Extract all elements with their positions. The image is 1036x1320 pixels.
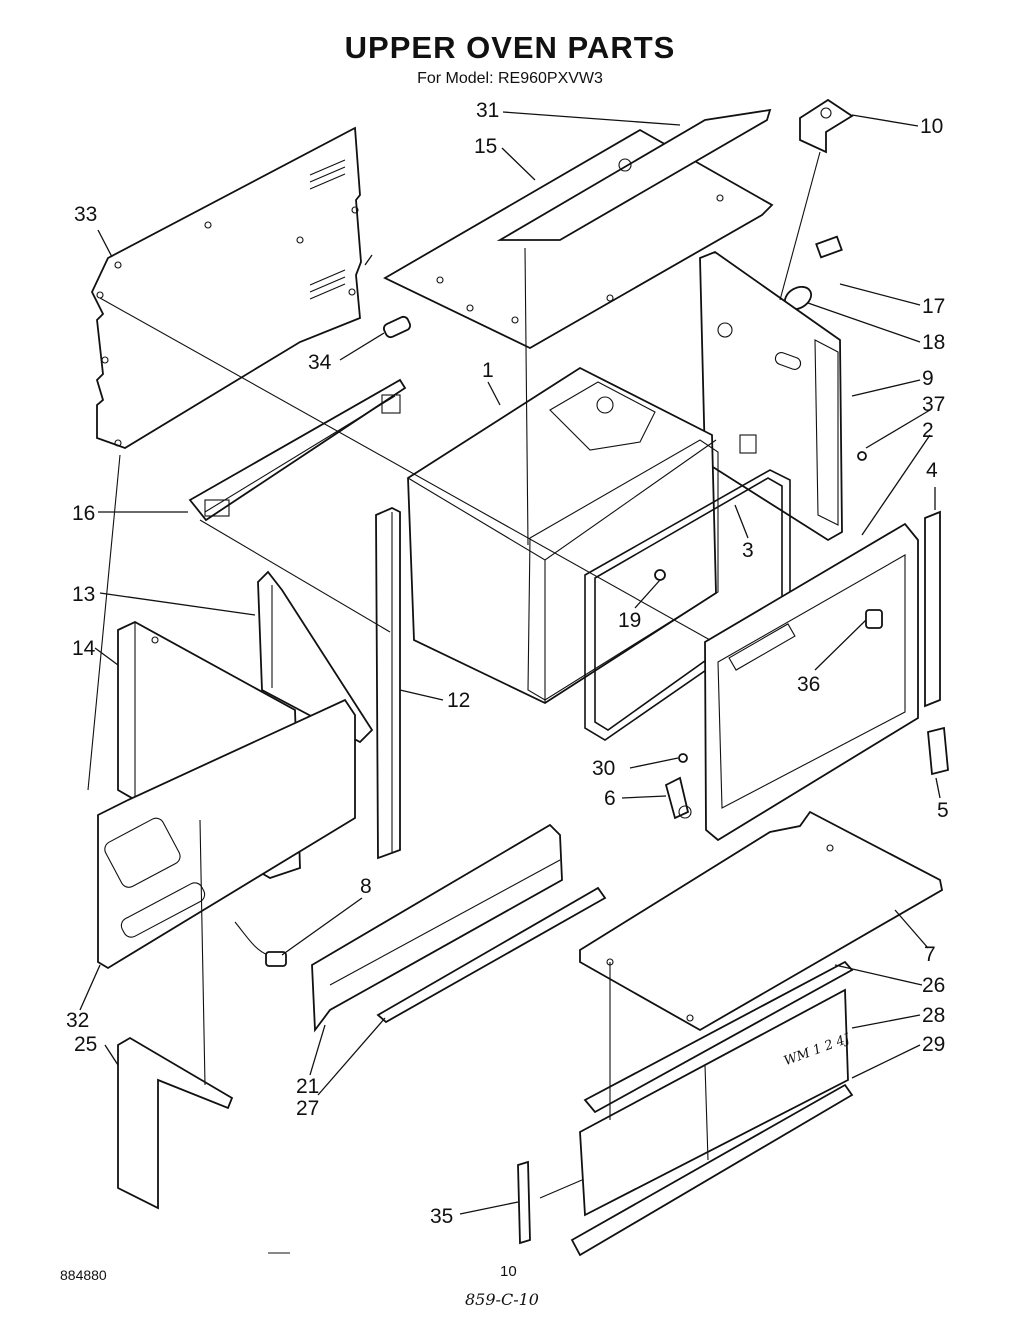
page-title: UPPER OVEN PARTS — [344, 30, 676, 65]
callout-12: 12 — [447, 689, 471, 712]
callout-19: 19 — [618, 609, 642, 632]
part-29-lower-trim — [570, 1083, 854, 1257]
part-16-top-rail — [188, 378, 407, 522]
callout-36: 36 — [797, 673, 821, 696]
callout-8: 8 — [360, 875, 372, 898]
callout-1: 1 — [482, 359, 494, 382]
callout-17: 17 — [922, 295, 946, 318]
page-number: 10 — [500, 1263, 517, 1280]
part-26-trim-strip — [583, 960, 854, 1114]
callout-35: 35 — [430, 1205, 454, 1228]
part-28-lower-panel — [579, 988, 849, 1217]
callout-16: 16 — [72, 502, 96, 525]
part-35-spacer — [517, 1160, 531, 1245]
part-30-screw — [678, 753, 688, 763]
part-21-element-channel — [311, 823, 563, 1033]
part-1-oven-cavity — [407, 366, 719, 705]
callout-33: 33 — [74, 203, 98, 226]
callout-13: 13 — [72, 583, 96, 606]
callout-14: 14 — [72, 637, 96, 660]
part-8-sensor — [234, 921, 287, 967]
callout-28: 28 — [922, 1004, 946, 1027]
part-6-door-hinge — [664, 776, 692, 820]
callout-30: 30 — [592, 757, 616, 780]
part-10-bracket — [799, 98, 854, 154]
callout-3: 3 — [742, 539, 754, 562]
part-25-lower-bracket — [117, 1036, 234, 1210]
callout-4: 4 — [926, 459, 938, 482]
callout-34: 34 — [308, 351, 332, 374]
callout-32: 32 — [66, 1009, 90, 1032]
part-15-top-cover — [383, 108, 774, 350]
callout-9: 9 — [922, 367, 934, 390]
part-33-rear-panel — [90, 126, 362, 449]
callout-7: 7 — [924, 943, 936, 966]
callout-5: 5 — [937, 799, 949, 822]
footer-code: 884880 — [60, 1267, 107, 1283]
handwritten-reference: 859-C-10 — [465, 1290, 539, 1309]
leader-lines — [79, 111, 941, 1215]
callout-2: 2 — [922, 419, 934, 442]
part-17-lamp-socket — [815, 235, 843, 259]
alignment-lines — [87, 151, 821, 1254]
part-2-inner-door-panel — [704, 522, 919, 842]
callout-10: 10 — [920, 115, 944, 138]
part-34-plug — [383, 315, 411, 339]
callout-21: 21 — [296, 1075, 320, 1098]
model-subtitle: For Model: RE960PXVW3 — [417, 70, 603, 87]
callout-18: 18 — [922, 331, 946, 354]
part-5-hinge-receiver — [927, 726, 949, 776]
callout-26: 26 — [922, 974, 946, 997]
callout-6: 6 — [604, 787, 616, 810]
callout-25: 25 — [74, 1033, 98, 1056]
part-36-latch — [865, 609, 883, 629]
part-4-vent-strip — [924, 510, 941, 708]
part-32-lower-rear-panel — [97, 698, 356, 970]
callout-37: 37 — [922, 393, 946, 416]
part-12-side-channel — [375, 507, 401, 860]
part-13-side-brace — [257, 570, 374, 744]
callout-15: 15 — [474, 135, 498, 158]
callout-27: 27 — [296, 1097, 320, 1120]
callout-31: 31 — [476, 99, 500, 122]
part-7-oven-bottom — [579, 810, 944, 1032]
part-37-clip — [857, 451, 867, 461]
callout-29: 29 — [922, 1033, 946, 1056]
part-19-clip — [654, 569, 666, 581]
